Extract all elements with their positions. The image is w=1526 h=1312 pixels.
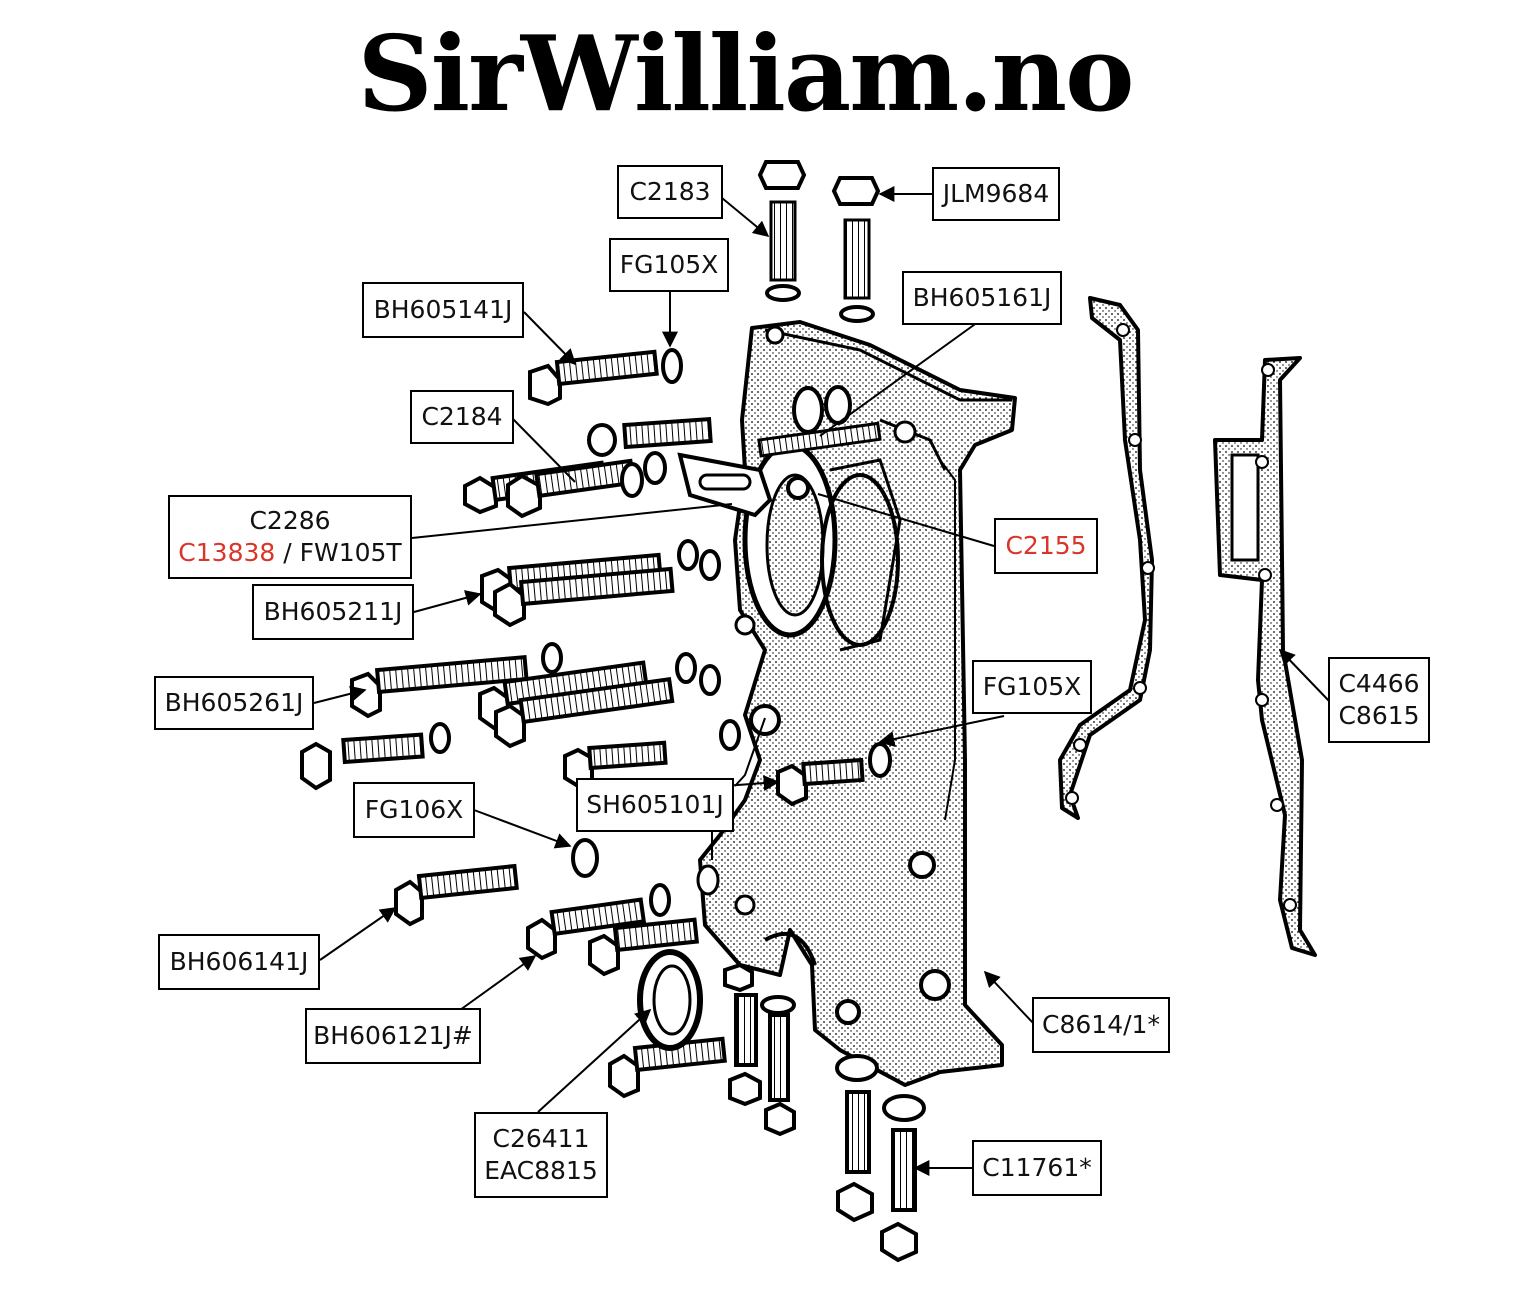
part-number: BH606141J <box>169 947 309 976</box>
top-studs <box>757 160 881 323</box>
label-c4466-c8615: C4466 C8615 <box>1328 657 1430 743</box>
part-number: C8614/1* <box>1042 1010 1160 1039</box>
part-number: C26411 <box>492 1124 590 1153</box>
part-number: FG106X <box>364 795 464 824</box>
leader-lines <box>313 186 1331 1176</box>
part-number: C2286 <box>249 506 331 535</box>
timing-cover-casting <box>696 320 1017 1087</box>
part-number: BH605141J <box>373 295 513 324</box>
part-number: JLM9684 <box>942 179 1050 208</box>
label-c2184: C2184 <box>410 390 514 444</box>
site-title: SirWilliam.no <box>357 12 1134 135</box>
oil-seal <box>637 949 703 1051</box>
label-c2286: C2286 C13838 / FW105T <box>168 495 412 579</box>
part-number: FG105X <box>619 250 719 279</box>
label-c8614: C8614/1* <box>1032 997 1170 1053</box>
label-fg106x: FG106X <box>353 782 475 838</box>
part-number-alternates: C13838 / FW105T <box>178 537 401 569</box>
label-c2155: C2155 <box>994 518 1098 574</box>
part-number: C4466 <box>1338 669 1420 698</box>
part-number: BH605211J <box>263 597 403 626</box>
part-number: / FW105T <box>275 538 402 567</box>
label-bh606141j: BH606141J <box>158 934 320 990</box>
label-bh605141j: BH605141J <box>362 282 524 338</box>
label-bh606121j: BH606121J# <box>305 1008 481 1064</box>
part-number: C2183 <box>629 177 711 206</box>
part-number-highlight: C2155 <box>1005 531 1087 560</box>
part-number: BH606121J# <box>313 1021 473 1050</box>
label-c26411-eac8815: C26411 EAC8815 <box>474 1112 608 1198</box>
part-number: C8615 <box>1338 701 1420 730</box>
gasket-strip <box>1058 296 1155 820</box>
label-fg105x-mid: FG105X <box>972 660 1092 714</box>
adjusting-link <box>677 421 882 518</box>
label-jlm9684: JLM9684 <box>932 167 1060 221</box>
part-number: SH605101J <box>586 790 724 819</box>
label-bh605261j: BH605261J <box>154 676 314 730</box>
label-bh605161j: BH605161J <box>902 271 1062 325</box>
part-number: BH605161J <box>912 283 1052 312</box>
part-number: C11761* <box>982 1153 1092 1182</box>
label-c11761: C11761* <box>972 1140 1102 1196</box>
part-number: FG105X <box>982 672 1082 701</box>
part-number-highlight: C13838 <box>178 538 276 567</box>
label-c2183: C2183 <box>617 165 723 219</box>
part-number: C2184 <box>421 402 503 431</box>
gasket-large <box>1213 356 1317 957</box>
part-number: EAC8815 <box>484 1156 598 1185</box>
bottom-studs <box>723 962 926 1263</box>
label-bh605211j: BH605211J <box>252 584 414 640</box>
part-number: BH605261J <box>164 688 304 717</box>
label-sh605101j: SH605101J <box>576 778 734 832</box>
label-fg105x-top: FG105X <box>609 238 729 292</box>
